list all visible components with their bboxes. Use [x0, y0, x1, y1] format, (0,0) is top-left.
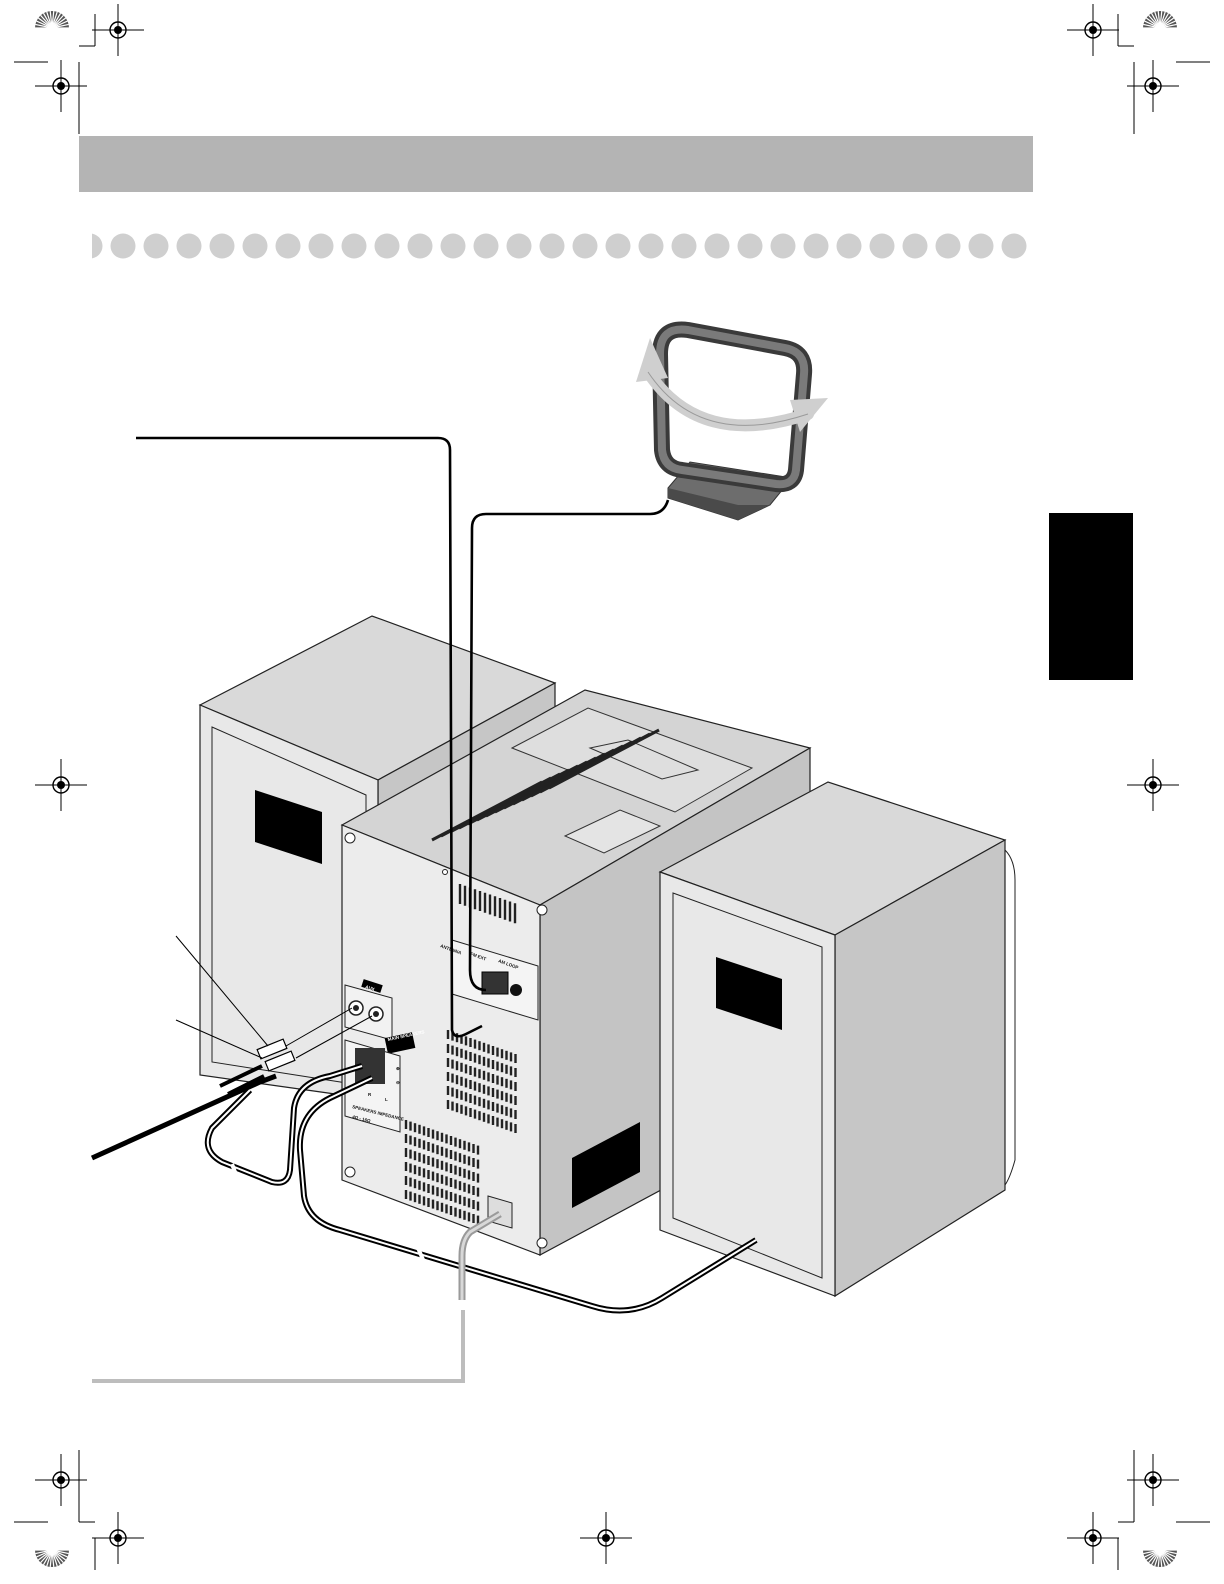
- polarity-plus: ⊕: [396, 1066, 400, 1071]
- divider-dot: [638, 233, 664, 259]
- registration-mark: [1067, 1512, 1119, 1564]
- divider-dot: [341, 233, 367, 259]
- registration-mark: [1127, 60, 1179, 112]
- divider-dot: [605, 233, 631, 259]
- registration-mark: [1127, 759, 1179, 811]
- divider-dot: [176, 233, 202, 259]
- divider-dot: [968, 233, 994, 259]
- divider-dot: [308, 233, 334, 259]
- registration-mark: [1127, 1454, 1179, 1506]
- fm-antenna-cable: [136, 436, 483, 1038]
- registration-mark: [92, 1512, 144, 1564]
- registration-marks: [35, 4, 1179, 1564]
- header-bar: [79, 136, 1033, 192]
- am-loop-antenna: [636, 321, 828, 521]
- divider-dot: [902, 233, 928, 259]
- divider-dot: [935, 233, 961, 259]
- label-channel-l: L: [385, 1097, 388, 1102]
- divider-dot: [407, 233, 433, 259]
- divider-dot: [473, 233, 499, 259]
- registration-mark: [35, 1454, 87, 1506]
- registration-mark: [580, 1512, 632, 1564]
- divider-dot: [143, 233, 169, 259]
- power-leader-line: [92, 1310, 465, 1383]
- divider-dot: [572, 233, 598, 259]
- divider-dot: [869, 233, 895, 259]
- label-impedance-value: 4Ω - 16Ω: [352, 1114, 372, 1123]
- registration-mark: [35, 759, 87, 811]
- divider-dot: [836, 233, 862, 259]
- label-am-loop: AM LOOP: [498, 958, 519, 970]
- registration-mark: [1067, 4, 1119, 56]
- divider-dot: [737, 233, 763, 259]
- divider-dot: [209, 233, 235, 259]
- divider-dot: [374, 233, 400, 259]
- side-tab: [1049, 513, 1133, 680]
- label-channel-r: R: [368, 1092, 372, 1097]
- crop-marks: [14, 14, 1210, 1570]
- aux-cable: [90, 1073, 277, 1161]
- corner-starbursts: [30, 11, 1182, 1567]
- right-speaker: [658, 781, 1016, 1298]
- divider-dot: [1001, 233, 1027, 259]
- divider-dot: [440, 233, 466, 259]
- polarity-minus: ⊖: [396, 1080, 400, 1085]
- label-fm-ext: FM EXT: [470, 951, 487, 961]
- divider-dot: [770, 233, 796, 259]
- divider-dot: [671, 233, 697, 259]
- divider-dot: [242, 233, 268, 259]
- divider-dot: [506, 233, 532, 259]
- label-aux: AUX: [365, 984, 376, 992]
- divider-dot: [539, 233, 565, 259]
- divider-dot: [92, 233, 103, 259]
- registration-mark: [35, 60, 87, 112]
- divider-dot: [704, 233, 730, 259]
- registration-mark: [92, 4, 144, 56]
- am-antenna-cable: [468, 499, 670, 992]
- divider-dot: [275, 233, 301, 259]
- divider-dot: [110, 233, 136, 259]
- divider-dot: [803, 233, 829, 259]
